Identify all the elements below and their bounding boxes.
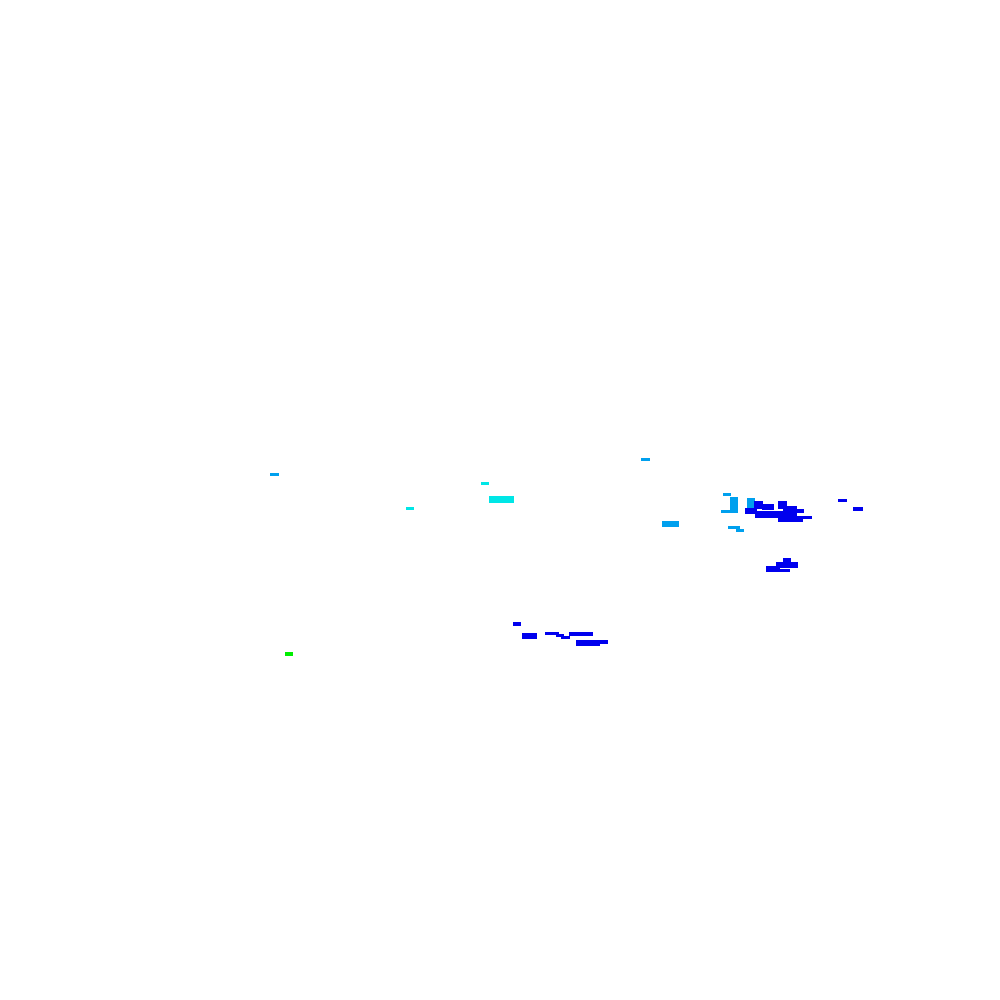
radar-cell [561,636,570,639]
radar-cell [747,498,755,508]
south-cluster-cells [513,622,608,646]
radar-cell [755,511,797,518]
radar-cell [489,496,514,503]
radar-cell [270,473,279,476]
radar-cell [545,632,559,635]
radar-cell [778,516,803,522]
radar-cell [783,506,797,512]
radar-cell [721,510,731,513]
radar-cell [853,507,863,511]
radar-cell [754,501,763,509]
radar-cell [736,529,744,532]
radar-cell [838,499,847,502]
radar-cell [778,501,787,509]
radar-cell [762,504,774,510]
north-blue-cells [641,458,650,461]
radar-cell [728,526,740,529]
radar-cell [730,497,738,513]
radar-cell [783,558,791,562]
east-lower-cells [766,558,798,572]
east-cluster-dark-cells [745,499,863,522]
radar-cell [599,640,608,644]
radar-cell [795,516,812,519]
west-blue-cells [270,473,279,476]
radar-cell [766,569,790,572]
radar-cell [745,508,757,514]
radar-cell [285,652,293,656]
radar-cell [641,458,650,461]
radar-cell [662,521,679,527]
radar-cell [795,509,804,513]
radar-cell [556,634,564,637]
radar-cell [776,562,798,568]
radar-cell [406,507,414,510]
radar-cell [576,640,600,646]
east-cluster-light-cells [662,493,755,532]
southwest-green-cells [285,652,293,656]
radar-cell [569,632,593,636]
radar-cell [723,493,731,496]
radar-cell [522,633,537,639]
radar-cell [481,482,489,485]
central-cyan-cells [406,482,514,510]
radar-cell [513,622,521,626]
precipitation-cells [270,458,863,656]
